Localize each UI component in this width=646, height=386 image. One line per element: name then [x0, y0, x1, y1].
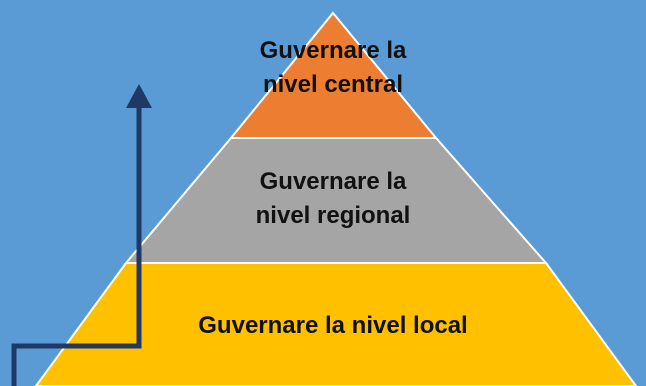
tier-central-line1: Guvernare la [259, 37, 407, 64]
tier-local-label: Guvernare la nivel local [138, 309, 528, 343]
tier-central-line2: nivel central [262, 71, 404, 98]
upward-arrow-line [11, 108, 142, 386]
tier-local-line1: Guvernare la nivel local [198, 312, 468, 339]
tier-regional-line2: nivel regional [255, 202, 411, 229]
tier-regional-line1: Guvernare la [259, 168, 407, 195]
tier-central-shape [228, 11, 439, 139]
upward-arrow-head-icon [126, 84, 152, 108]
tier-regional-label: Guvernare la nivel regional [213, 165, 453, 233]
tier-central-label: Guvernare la nivel central [233, 34, 433, 102]
